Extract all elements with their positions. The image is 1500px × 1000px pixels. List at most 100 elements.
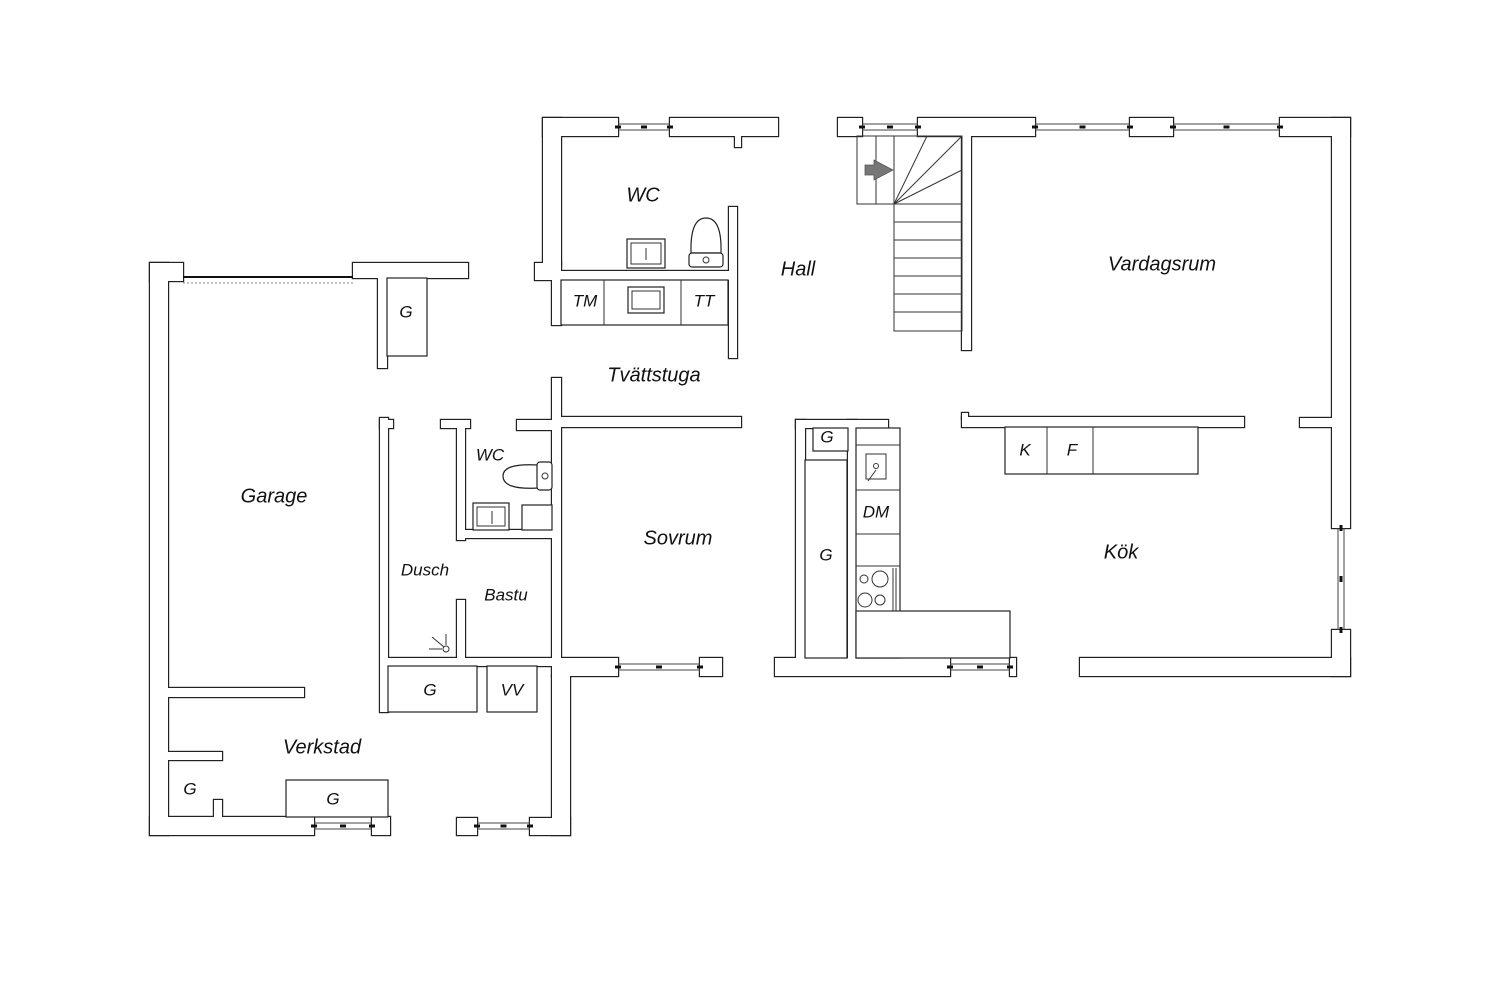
window-mullion bbox=[641, 125, 647, 129]
wall bbox=[457, 428, 465, 540]
toilet-icon bbox=[502, 461, 553, 491]
storage-g-bastu bbox=[387, 665, 478, 713]
wall bbox=[372, 817, 390, 835]
wall bbox=[530, 818, 570, 835]
fixture-label-g: G bbox=[183, 779, 196, 798]
window-mullion bbox=[1339, 525, 1343, 531]
wall bbox=[167, 752, 222, 760]
fixture-label-k: K bbox=[1019, 440, 1031, 459]
window-mullion bbox=[527, 824, 533, 828]
window-mullion bbox=[1127, 125, 1133, 129]
wall bbox=[1080, 658, 1350, 676]
window-mullion bbox=[615, 665, 621, 669]
wall bbox=[457, 818, 477, 835]
storage-g-small bbox=[812, 427, 849, 452]
wall bbox=[380, 420, 393, 428]
wall bbox=[838, 118, 862, 136]
wall bbox=[380, 418, 388, 712]
wall bbox=[441, 420, 470, 428]
window-mullion bbox=[667, 125, 673, 129]
window-mullion bbox=[311, 824, 317, 828]
storage-vv bbox=[486, 665, 538, 713]
wall bbox=[543, 118, 561, 265]
wall bbox=[848, 420, 856, 658]
wall bbox=[729, 207, 737, 358]
fixture-label-g: G bbox=[326, 789, 339, 808]
walls-fill bbox=[150, 118, 1350, 835]
fixture-label-g: G bbox=[423, 680, 436, 699]
fixture-label-g: G bbox=[819, 545, 832, 564]
garage-storage bbox=[386, 277, 428, 357]
wall bbox=[561, 417, 741, 427]
window-mullion bbox=[1007, 665, 1013, 669]
room-label-verkstad: Verkstad bbox=[283, 736, 362, 758]
wall bbox=[378, 278, 387, 368]
wall bbox=[517, 420, 552, 430]
wall bbox=[168, 688, 304, 697]
fixture-label-dm: DM bbox=[863, 502, 890, 521]
room-label-dusch: Dusch bbox=[401, 560, 449, 579]
wall bbox=[561, 271, 729, 280]
stair-direction-arrow-icon bbox=[864, 159, 894, 181]
wall bbox=[552, 378, 561, 420]
wall bbox=[796, 420, 805, 658]
room-label-vardagsrum: Vardagsrum bbox=[1108, 253, 1216, 275]
window-mullion bbox=[1339, 576, 1343, 582]
window-mullion bbox=[947, 665, 953, 669]
window-mullion bbox=[474, 824, 480, 828]
window-mullion bbox=[1339, 627, 1343, 633]
walls-outline bbox=[148, 116, 1352, 837]
fixture-label-vv: VV bbox=[501, 680, 525, 699]
wall bbox=[388, 658, 552, 666]
window-mullion bbox=[1032, 125, 1038, 129]
wall bbox=[1300, 418, 1332, 427]
room-label-garage: Garage bbox=[241, 485, 308, 507]
wall bbox=[214, 800, 222, 817]
room-label-hall: Hall bbox=[781, 258, 816, 280]
wall bbox=[775, 658, 950, 676]
wall bbox=[457, 600, 465, 658]
window-mullion bbox=[656, 665, 662, 669]
window-mullion bbox=[500, 824, 507, 828]
wall bbox=[465, 530, 552, 538]
window-mullion bbox=[1170, 125, 1176, 129]
fixtures bbox=[285, 135, 1199, 818]
window-mullion bbox=[340, 824, 346, 828]
windows bbox=[183, 123, 1345, 830]
window-mullion bbox=[615, 125, 621, 129]
kitchen-counter-lower bbox=[855, 610, 1011, 659]
window-mullion bbox=[369, 824, 375, 828]
toilet-icon bbox=[688, 217, 724, 268]
window-mullion bbox=[859, 125, 865, 129]
wall bbox=[962, 136, 971, 350]
wall bbox=[552, 658, 618, 676]
kitchen-cabinets bbox=[1004, 426, 1199, 475]
wall bbox=[535, 263, 561, 280]
wall bbox=[543, 118, 618, 136]
window-mullion bbox=[1223, 125, 1230, 129]
wall bbox=[552, 676, 570, 835]
wall bbox=[1130, 118, 1173, 136]
storage-g-tall bbox=[804, 459, 848, 659]
stove-icon bbox=[857, 568, 897, 611]
wall bbox=[918, 118, 1035, 136]
kitchen-sink-icon bbox=[865, 453, 887, 480]
window-mullion bbox=[977, 665, 983, 669]
wall bbox=[670, 118, 778, 136]
fixture-label-g: G bbox=[820, 427, 833, 446]
wall bbox=[150, 263, 168, 835]
fixture-label-f: F bbox=[1067, 440, 1079, 459]
room-label-sovrum: Sovrum bbox=[644, 527, 713, 549]
wall bbox=[552, 280, 561, 325]
storage-g-verkstad bbox=[285, 779, 389, 818]
staircase bbox=[856, 135, 963, 332]
wall bbox=[1332, 118, 1350, 528]
room-label-wc: WC bbox=[626, 184, 660, 206]
window-mullion bbox=[697, 665, 703, 669]
window-mullion bbox=[915, 125, 921, 129]
window-mullion bbox=[1277, 125, 1283, 129]
wall bbox=[353, 263, 468, 278]
fixture-label-tt: TT bbox=[694, 291, 716, 310]
window-mullion bbox=[887, 125, 893, 129]
